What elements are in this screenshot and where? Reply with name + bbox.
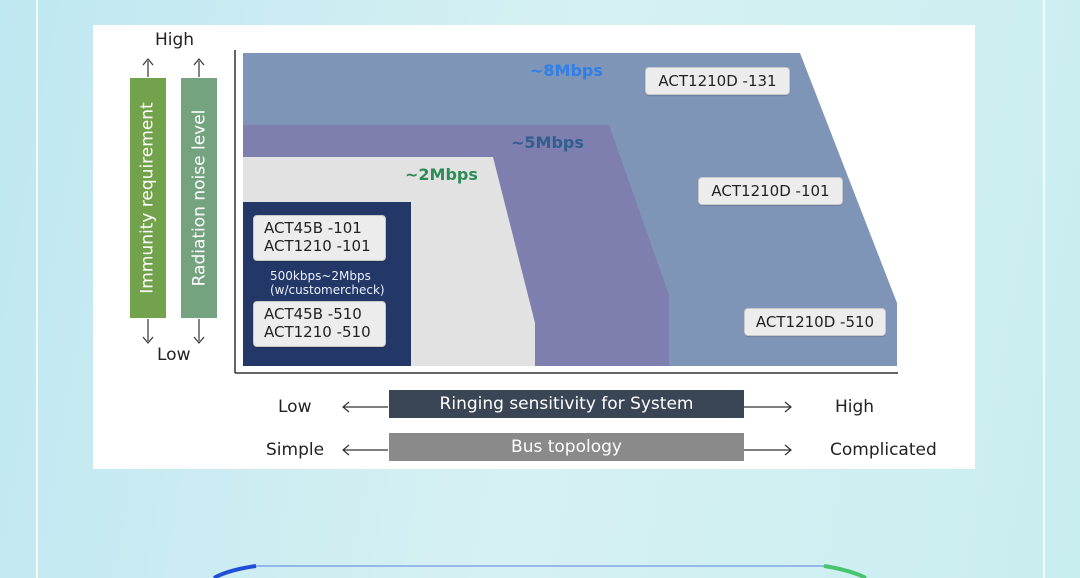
high-arrows bbox=[142, 58, 205, 77]
right-frame-line bbox=[1043, 0, 1045, 578]
tag-act1210d-131: ACT1210D -131 bbox=[645, 67, 790, 95]
ringing-high-label: High bbox=[835, 397, 875, 417]
speed-8mbps: ~8Mbps bbox=[530, 61, 603, 80]
topology-arrows bbox=[342, 444, 792, 456]
group-510-line-1: ACT45B -510 bbox=[264, 305, 362, 323]
tag-act1210d-101: ACT1210D -101 bbox=[698, 177, 843, 205]
speed-5mbps: ~5Mbps bbox=[511, 133, 584, 152]
radiation-bar-label: Radiation noise level bbox=[189, 109, 209, 287]
radiation-bar: Radiation noise level bbox=[181, 78, 217, 318]
ringing-bar: Ringing sensitivity for System bbox=[389, 390, 744, 418]
ringing-low-label: Low bbox=[278, 397, 312, 417]
speed-2mbps: ~2Mbps bbox=[405, 165, 478, 184]
speed-note-line-2: (w/customercheck) bbox=[270, 283, 385, 297]
speed-note: 500kbps~2Mbps (w/customercheck) bbox=[270, 269, 385, 297]
topology-simple-label: Simple bbox=[266, 440, 325, 460]
speed-note-line-1: 500kbps~2Mbps bbox=[270, 269, 371, 283]
y-high-label: High bbox=[155, 30, 195, 50]
low-arrows bbox=[142, 319, 205, 344]
immunity-bar: Immunity requirement bbox=[130, 78, 166, 318]
ringing-arrows bbox=[342, 401, 792, 413]
tag-group-510: ACT45B -510 ACT1210 -510 bbox=[253, 301, 386, 347]
left-frame-line bbox=[36, 0, 38, 578]
y-low-label: Low bbox=[157, 345, 191, 365]
group-101-line-1: ACT45B -101 bbox=[264, 219, 362, 237]
topology-bar: Bus topology bbox=[389, 433, 744, 461]
tag-act1210d-510: ACT1210D -510 bbox=[744, 308, 886, 336]
group-101-line-2: ACT1210 -101 bbox=[264, 237, 371, 255]
tag-group-101: ACT45B -101 ACT1210 -101 bbox=[253, 215, 386, 261]
topology-complicated-label: Complicated bbox=[830, 440, 937, 460]
diagram-panel: High Low Immunity requirement Radiation … bbox=[93, 25, 975, 469]
group-510-line-2: ACT1210 -510 bbox=[264, 323, 371, 341]
immunity-bar-label: Immunity requirement bbox=[138, 102, 158, 294]
